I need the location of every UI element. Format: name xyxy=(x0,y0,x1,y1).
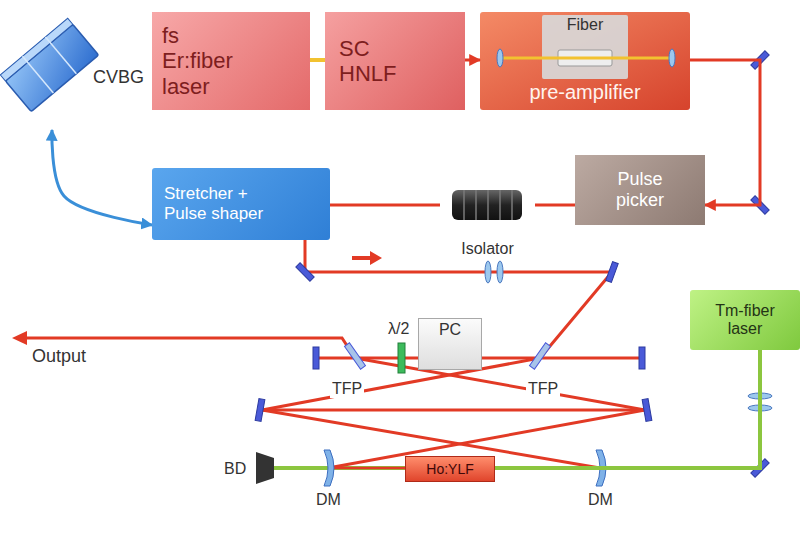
crystal-top xyxy=(0,18,73,81)
waveplate xyxy=(398,343,405,373)
node-text: pre-amplifier xyxy=(529,81,640,104)
lens xyxy=(485,261,491,283)
tfp-plate xyxy=(345,343,366,369)
beam-connector xyxy=(330,204,440,207)
preamp-housing xyxy=(480,12,690,110)
fiber-module xyxy=(542,15,628,79)
stretcher-box: Stretcher + Pulse shaper xyxy=(152,168,330,240)
lens xyxy=(497,261,503,283)
lens xyxy=(669,49,675,67)
beam-connector xyxy=(495,350,760,468)
node-text: SC HNLF xyxy=(339,36,414,87)
node-text: Fiber xyxy=(567,16,603,34)
crystal-segment xyxy=(45,37,76,74)
node-text: Stretcher + Pulse shaper xyxy=(164,184,284,223)
isolator-ridges xyxy=(464,190,512,220)
gain-crystal: Ho:YLF xyxy=(405,456,495,482)
isolator-node: Isolator xyxy=(440,183,535,258)
node-text: Ho:YLF xyxy=(426,461,473,477)
node-text: Isolator xyxy=(461,240,513,258)
beam-dump xyxy=(256,452,274,484)
pump-laser-box: Tm-fiber laser xyxy=(690,290,800,350)
supercontinuum-box: SC HNLF xyxy=(325,12,465,110)
part-label: DM xyxy=(314,491,343,509)
tfp-plate xyxy=(530,343,551,369)
mirrors xyxy=(255,51,769,477)
crystal-segment xyxy=(23,56,54,93)
node-text: CVBG xyxy=(93,67,144,88)
beam-connector xyxy=(52,130,152,225)
lens xyxy=(497,49,503,67)
node-text: Tm-fiber laser xyxy=(703,302,788,339)
node-text: fs Er:fiber laser xyxy=(162,23,247,99)
pulse-picker-box: Pulse picker xyxy=(575,155,705,225)
output-arrow xyxy=(12,331,27,345)
part-label: BD xyxy=(222,460,248,478)
cvbg-crystal xyxy=(0,18,98,111)
amplifier-box: Fiber pre-amplifier xyxy=(480,12,690,110)
part-label: DM xyxy=(586,491,615,509)
gain-fiber xyxy=(500,57,672,60)
part-label: TFP xyxy=(330,380,364,398)
beam-connector xyxy=(465,59,480,62)
laser-box: fs Er:fiber laser xyxy=(152,12,310,110)
cavity-beam xyxy=(262,358,645,468)
dichroic-mirror xyxy=(324,450,334,486)
beam-connector xyxy=(535,204,575,207)
part-label: Output xyxy=(30,346,88,367)
beam-connector xyxy=(310,58,325,62)
pockels-cell: PC xyxy=(418,318,482,370)
isolator-body xyxy=(452,190,522,220)
direction-arrow xyxy=(352,251,382,265)
node-text: PC xyxy=(439,321,461,339)
node-text: Pulse picker xyxy=(600,169,680,210)
part-label: λ/2 xyxy=(386,320,411,338)
grating-node: CVBG xyxy=(8,25,148,130)
part-label: TFP xyxy=(526,380,560,398)
